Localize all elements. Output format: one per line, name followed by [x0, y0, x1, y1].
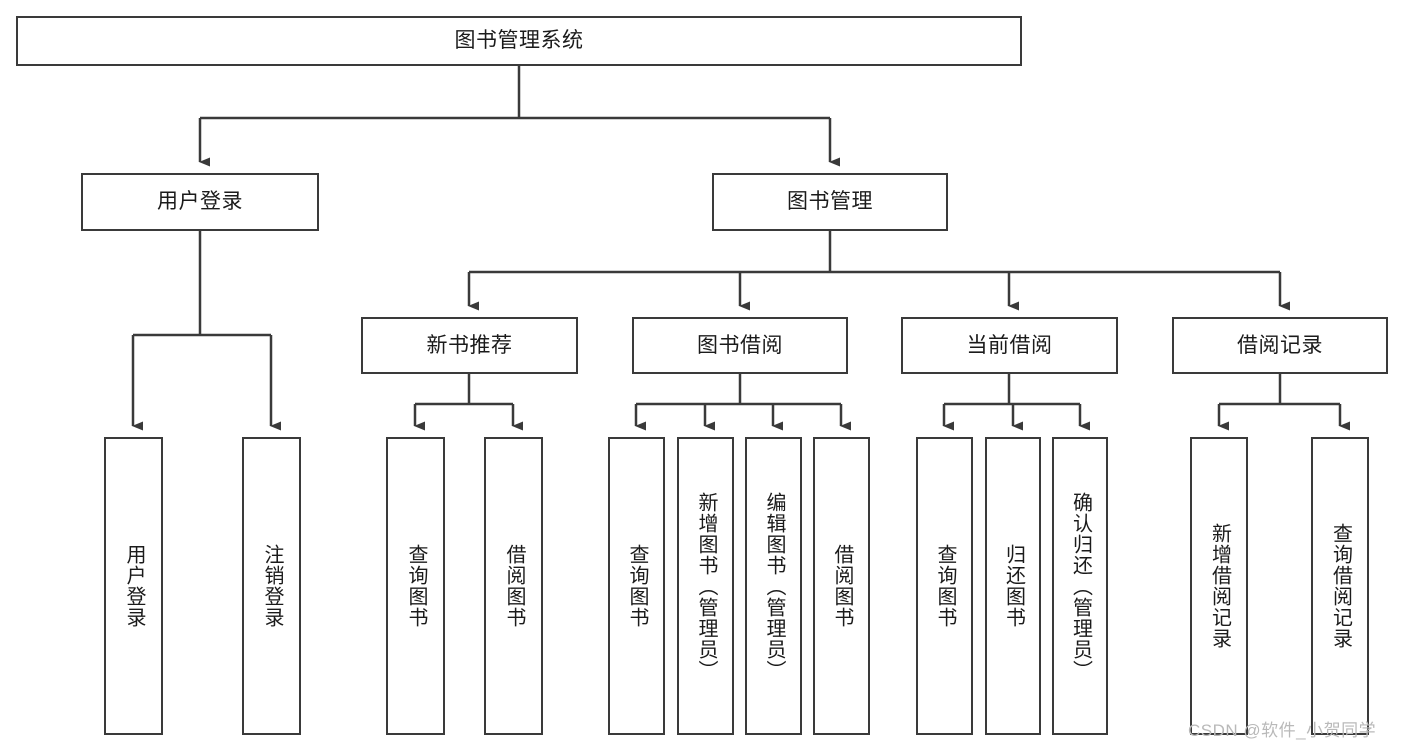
- node-level2-2[interactable]: 图书管理: [712, 173, 948, 231]
- node-label: 新书推荐: [426, 333, 513, 357]
- node-leaf-13[interactable]: 查询借阅记录: [1311, 437, 1369, 735]
- node-leaf-9[interactable]: 查询图书: [916, 437, 973, 735]
- node-label: 用户登录: [157, 190, 243, 214]
- node-leaf-5[interactable]: 查询图书: [608, 437, 665, 735]
- node-label: 新增借阅记录: [1208, 523, 1231, 649]
- node-label: 图书管理系统: [454, 29, 584, 53]
- node-system-root[interactable]: 图书管理系统: [16, 16, 1022, 66]
- node-label: 查询图书: [405, 544, 427, 628]
- node-label: 图书管理: [787, 190, 873, 214]
- node-label: 归还图书: [1002, 544, 1025, 628]
- node-leaf-2[interactable]: 注销登录: [242, 437, 301, 735]
- node-label: 借阅图书: [503, 544, 525, 628]
- node-level3-2[interactable]: 图书借阅: [632, 317, 848, 374]
- node-leaf-1[interactable]: 用户登录: [104, 437, 163, 735]
- node-level2-1[interactable]: 用户登录: [81, 173, 319, 231]
- node-leaf-3[interactable]: 查询图书: [386, 437, 445, 735]
- node-label: 借阅记录: [1237, 333, 1323, 357]
- node-label: 当前借阅: [966, 333, 1053, 357]
- node-leaf-11[interactable]: 确认归还（管理员）: [1052, 437, 1108, 735]
- node-label: 查询借阅记录: [1329, 523, 1352, 649]
- node-label: 用户登录: [123, 544, 145, 628]
- node-label: 确认归还（管理员）: [1069, 491, 1092, 681]
- node-label: 编辑图书（管理员）: [763, 491, 785, 681]
- node-label: 查询图书: [934, 544, 956, 628]
- node-leaf-6[interactable]: 新增图书（管理员）: [677, 437, 734, 735]
- node-label: 查询图书: [626, 544, 648, 628]
- node-label: 注销登录: [261, 544, 283, 628]
- csdn-watermark: CSDN @软件_小贺同学: [1188, 721, 1377, 740]
- node-leaf-8[interactable]: 借阅图书: [813, 437, 870, 735]
- node-level3-4[interactable]: 借阅记录: [1172, 317, 1388, 374]
- node-leaf-10[interactable]: 归还图书: [985, 437, 1041, 735]
- node-leaf-12[interactable]: 新增借阅记录: [1190, 437, 1248, 735]
- node-level3-3[interactable]: 当前借阅: [901, 317, 1118, 374]
- node-leaf-4[interactable]: 借阅图书: [484, 437, 543, 735]
- node-leaf-7[interactable]: 编辑图书（管理员）: [745, 437, 802, 735]
- node-level3-1[interactable]: 新书推荐: [361, 317, 578, 374]
- node-label: 新增图书（管理员）: [695, 491, 717, 681]
- node-label: 图书借阅: [697, 333, 783, 357]
- node-label: 借阅图书: [831, 544, 853, 628]
